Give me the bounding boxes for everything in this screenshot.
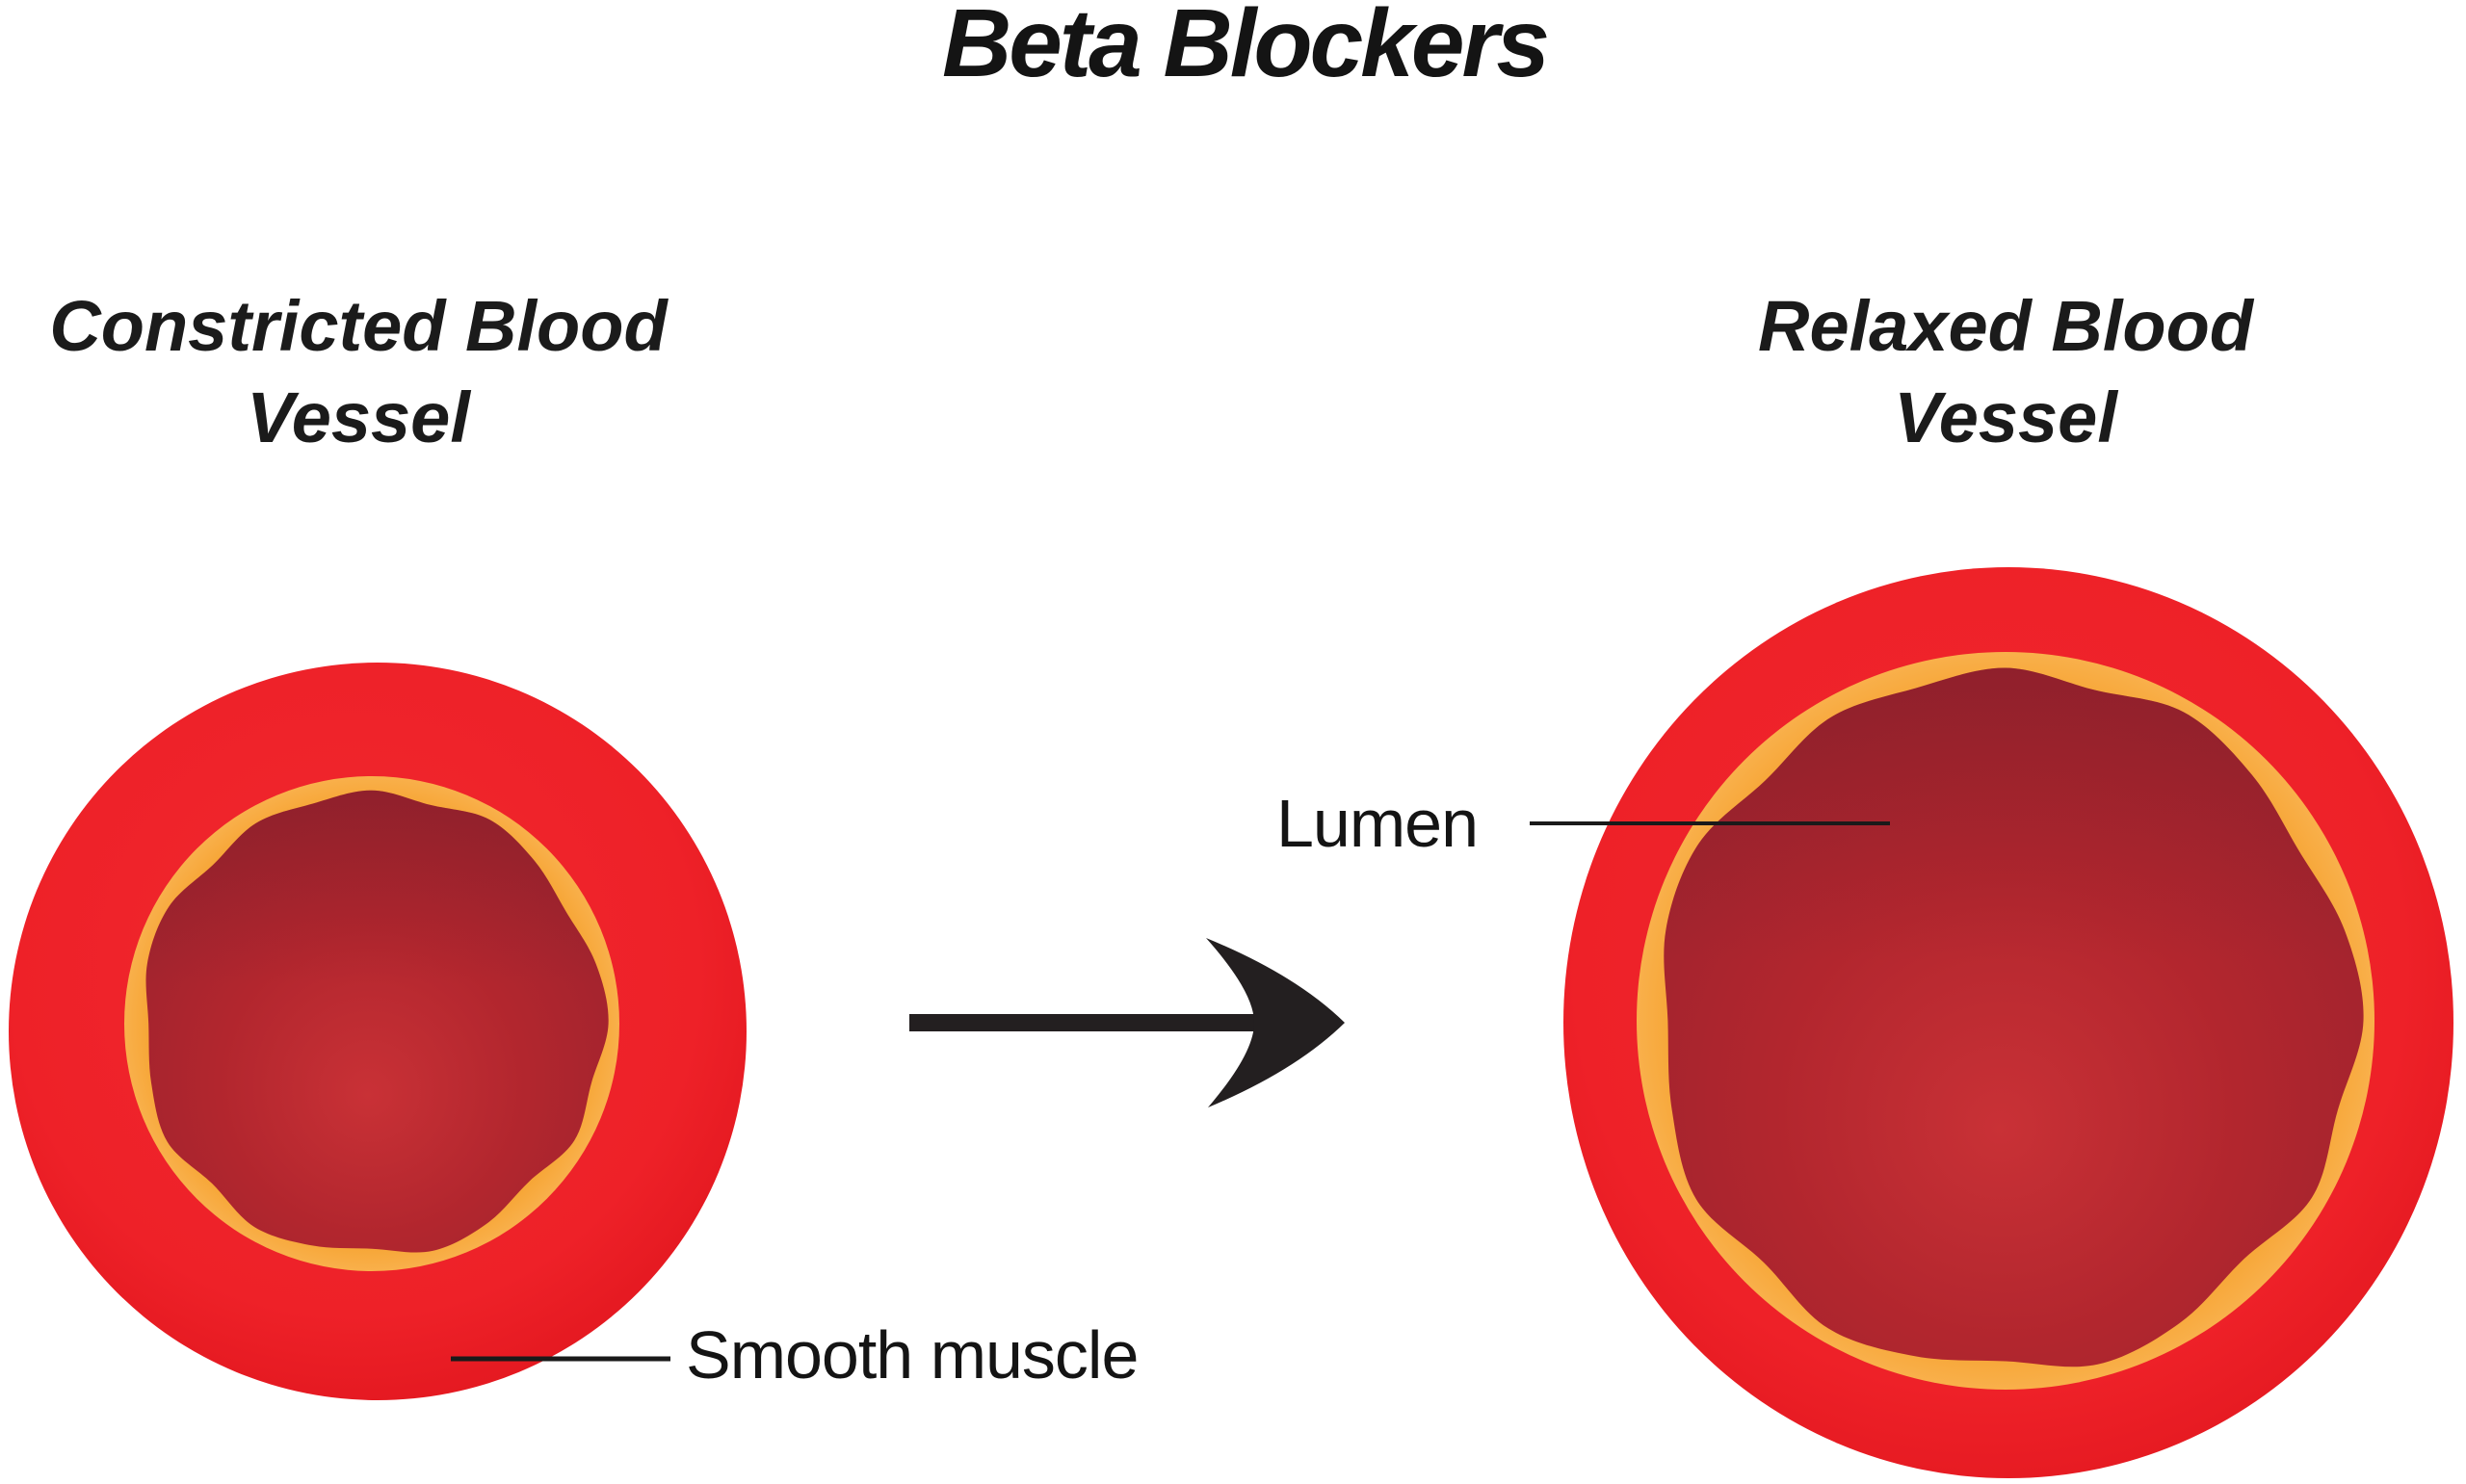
heading-line: Vessel <box>247 377 470 457</box>
constricted-vessel <box>9 663 747 1400</box>
heading-line: Constricted Blood <box>49 286 668 366</box>
relaxed-vessel-lumen-shading <box>1664 667 2364 1367</box>
page-title: Beta Blockers <box>942 0 1550 97</box>
heading-line: Relaxed Blood <box>1758 286 2253 366</box>
right-arrow-icon <box>909 938 1345 1107</box>
arrow-shaft <box>909 1014 1254 1031</box>
constricted-vessel-lumen-shading <box>145 790 609 1253</box>
lumen-label: Lumen <box>1276 786 1479 861</box>
constricted-vessel-heading: Constricted Blood Vessel <box>49 281 667 463</box>
smooth-muscle-label: Smooth muscle <box>686 1317 1139 1393</box>
arrow-head <box>1206 938 1345 1107</box>
relaxed-vessel-heading: Relaxed Blood Vessel <box>1758 281 2253 463</box>
heading-line: Vessel <box>1894 377 2117 457</box>
relaxed-vessel <box>1563 567 2453 1478</box>
